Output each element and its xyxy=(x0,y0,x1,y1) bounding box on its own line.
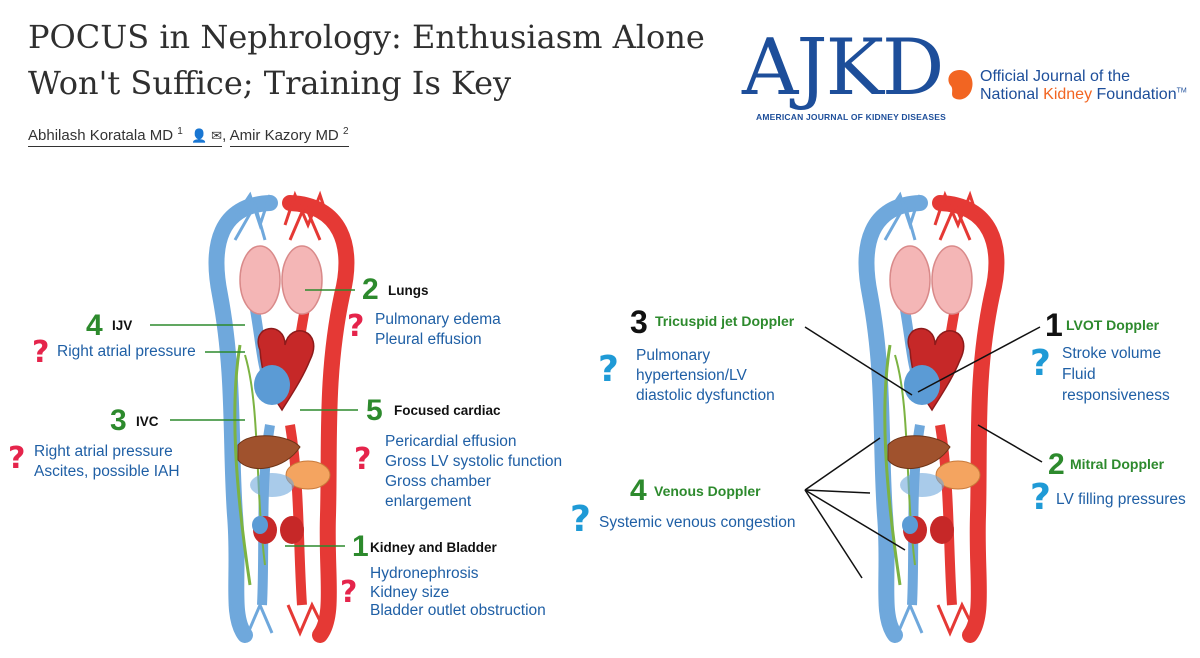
kidney-foundation-logo-icon xyxy=(948,70,973,100)
venous-label: Venous Doppler xyxy=(654,483,761,499)
lungs-number: 2 xyxy=(362,273,379,306)
ivc-number: 3 xyxy=(110,404,127,437)
venous-item-1: Systemic venous congestion xyxy=(599,514,796,531)
mitral-number: 2 xyxy=(1048,448,1065,481)
kidney-number: 1 xyxy=(352,530,369,563)
cardiac-item-1: Pericardial effusion xyxy=(385,433,517,450)
left-body-diagram xyxy=(217,195,347,635)
title-line-2: Won't Suffice; Training Is Key xyxy=(28,64,512,102)
lungs-question-icon: ? xyxy=(347,309,365,344)
kidney-item-2: Kidney size xyxy=(370,584,450,601)
tricuspid-item-3: diastolic dysfunction xyxy=(636,387,775,404)
author-separator: , xyxy=(222,127,227,144)
venous-number: 4 xyxy=(630,474,647,507)
mitral-item-1: LV filling pressures xyxy=(1056,491,1186,508)
ivc-item-1: Right atrial pressure xyxy=(34,443,173,460)
tricuspid-item-2: hypertension/LV xyxy=(636,367,747,384)
ijv-item-1: Right atrial pressure xyxy=(57,343,196,360)
author-1[interactable]: Abhilash Koratala MD 1 👤✉ xyxy=(28,126,223,147)
nkf-line-1: Official Journal of the xyxy=(980,68,1131,85)
lungs-label: Lungs xyxy=(388,283,429,298)
nkf-line-2: National Kidney FoundationTM xyxy=(980,86,1187,103)
tricuspid-item-1: Pulmonary xyxy=(636,347,711,364)
title-line-1: POCUS in Nephrology: Enthusiasm Alone xyxy=(28,18,705,56)
ajkd-logo-subtitle: AMERICAN JOURNAL OF KIDNEY DISEASES xyxy=(756,112,946,122)
lvot-number: 1 xyxy=(1045,307,1063,343)
venous-question-icon: ? xyxy=(570,499,591,540)
cardiac-item-4: enlargement xyxy=(385,493,472,510)
ivc-item-2: Ascites, possible IAH xyxy=(34,463,180,480)
ivc-label: IVC xyxy=(136,414,159,429)
ijv-label: IJV xyxy=(112,318,133,333)
lvot-question-icon: ? xyxy=(1030,343,1051,384)
cardiac-number: 5 xyxy=(366,394,383,427)
lvot-item-1: Stroke volume xyxy=(1062,345,1162,362)
ajkd-logo: AJKD xyxy=(742,23,944,113)
mitral-question-icon: ? xyxy=(1030,477,1051,518)
cardiac-item-3: Gross chamber xyxy=(385,473,491,490)
ijv-question-icon: ? xyxy=(32,335,50,370)
tricuspid-question-icon: ? xyxy=(598,349,619,390)
kidney-item-3: Bladder outlet obstruction xyxy=(370,602,546,619)
person-icon[interactable]: 👤 xyxy=(190,128,208,143)
ijv-number: 4 xyxy=(86,309,103,342)
tricuspid-number: 3 xyxy=(630,304,648,340)
cardiac-item-2: Gross LV systolic function xyxy=(385,453,563,470)
cardiac-question-icon: ? xyxy=(354,442,372,477)
author-line: Abhilash Koratala MD 1 👤✉, Amir Kazory M… xyxy=(28,126,349,147)
mail-icon[interactable]: ✉ xyxy=(211,128,223,143)
lvot-item-2: Fluid xyxy=(1062,366,1096,383)
lvot-label: LVOT Doppler xyxy=(1066,317,1160,333)
lvot-item-3: responsiveness xyxy=(1062,387,1170,404)
right-body-diagram xyxy=(867,195,997,635)
kidney-question-icon: ? xyxy=(340,575,358,610)
tricuspid-label: Tricuspid jet Doppler xyxy=(655,313,795,329)
author-2[interactable]: Amir Kazory MD 2 xyxy=(229,126,349,147)
lungs-item-2: Pleural effusion xyxy=(375,331,482,348)
cardiac-label: Focused cardiac xyxy=(394,403,501,418)
kidney-label: Kidney and Bladder xyxy=(370,540,497,555)
article-title: POCUS in Nephrology: Enthusiasm Alone Wo… xyxy=(28,14,728,106)
mitral-label: Mitral Doppler xyxy=(1070,456,1165,472)
ivc-question-icon: ? xyxy=(8,441,26,476)
lungs-item-1: Pulmonary edema xyxy=(375,311,501,328)
kidney-item-1: Hydronephrosis xyxy=(370,565,479,582)
